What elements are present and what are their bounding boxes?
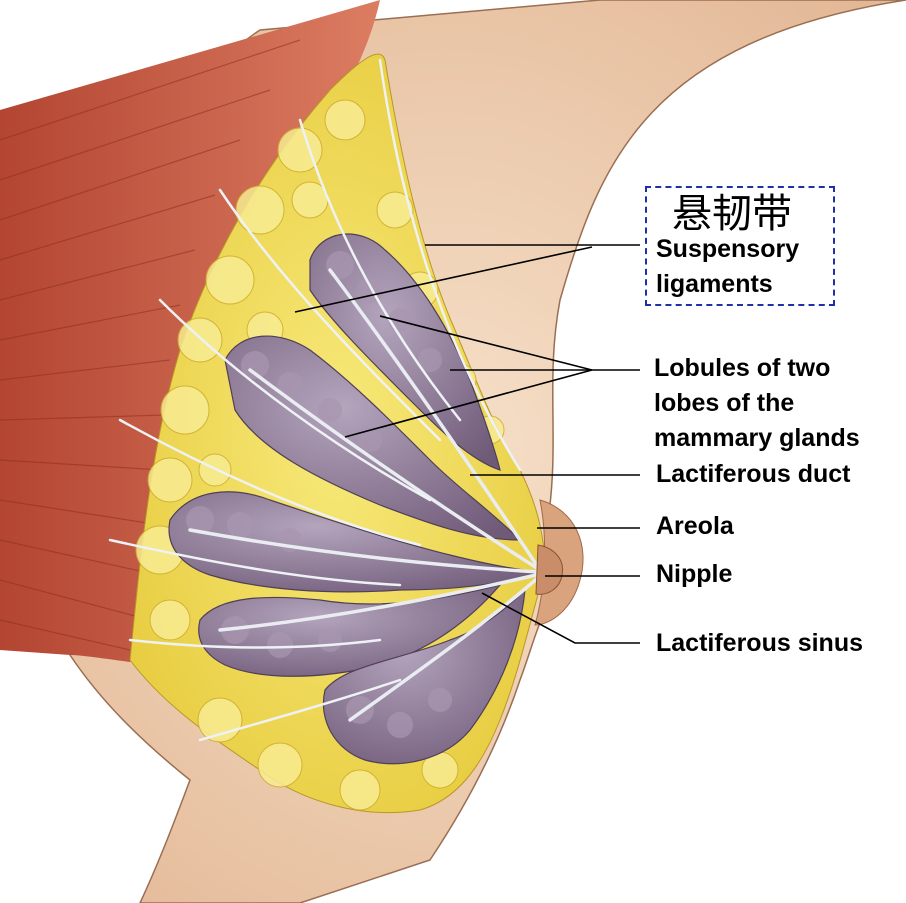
label-lactiferous-sinus: Lactiferous sinus bbox=[656, 629, 863, 657]
leader-lines bbox=[294, 244, 640, 644]
suspensory-ligament-strands bbox=[108, 58, 522, 742]
label-lactiferous-duct: Lactiferous duct bbox=[656, 460, 851, 488]
label-nipple: Nipple bbox=[656, 560, 733, 588]
leader-lactiferous-sinus bbox=[481, 592, 640, 644]
leader-suspensory-b bbox=[294, 246, 593, 313]
chinese-term-box bbox=[645, 186, 835, 306]
label-lobules-line1: Lobules of two bbox=[654, 354, 831, 382]
label-suspensory-line1: Suspensory bbox=[656, 235, 800, 263]
label-suspensory-line2: ligaments bbox=[656, 270, 773, 298]
chinese-suspensory-label: 悬韧带 bbox=[672, 191, 792, 237]
leader-lobules-c bbox=[344, 369, 593, 438]
muscle-striations bbox=[0, 39, 301, 651]
label-areola: Areola bbox=[656, 512, 734, 540]
label-lobules-line2: lobes of the bbox=[654, 389, 795, 417]
gland-lobules bbox=[186, 251, 452, 738]
nipple-shape bbox=[535, 544, 564, 595]
lactiferous-ducts bbox=[188, 268, 542, 722]
label-lobules-line3: mammary glands bbox=[654, 424, 860, 452]
leader-lobules-a bbox=[379, 315, 593, 371]
